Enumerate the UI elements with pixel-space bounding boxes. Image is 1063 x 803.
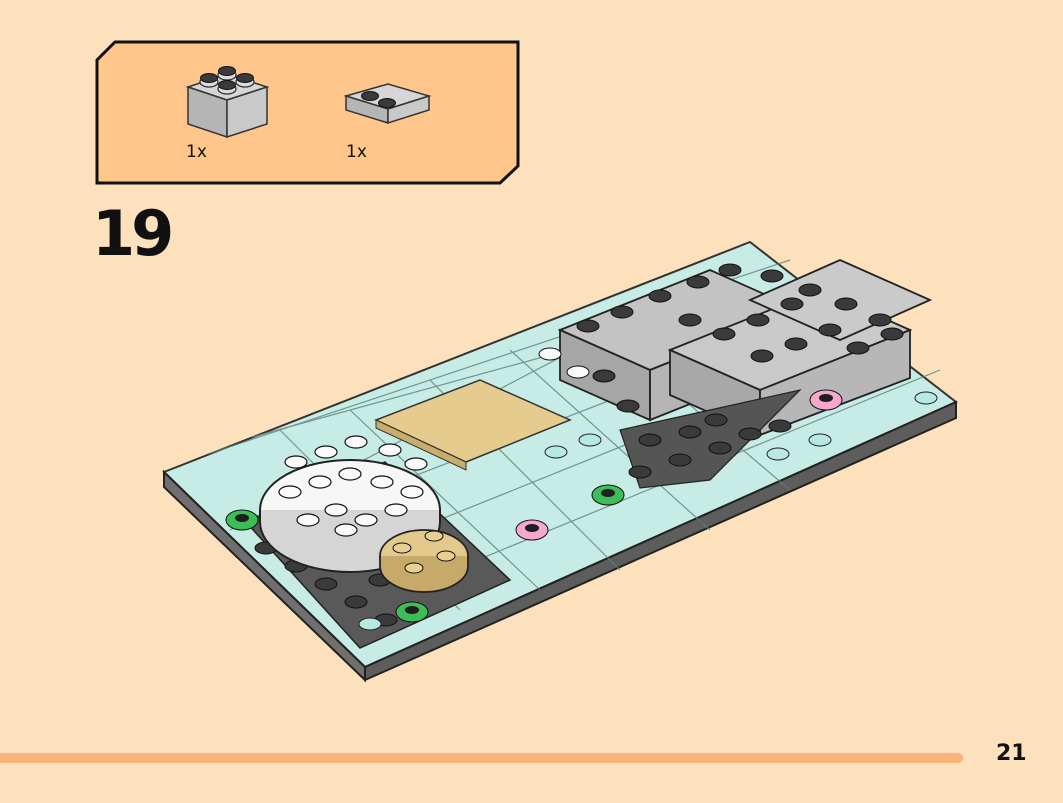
- flower-pieces: [225, 389, 843, 623]
- brick-2x2-gray-icon: [185, 62, 270, 142]
- step-number: 19: [92, 197, 174, 270]
- page-number: 21: [996, 741, 1027, 766]
- parts-callout: 1x 1x: [95, 40, 520, 185]
- progress-bar: [0, 753, 963, 763]
- gray-brick-assembly: [538, 259, 933, 437]
- parts-callout-frame: [95, 40, 520, 185]
- part-quantity: 1x: [346, 142, 367, 162]
- lego-model-render: [162, 240, 958, 683]
- model-illustration: [150, 230, 970, 690]
- plate-2x2-gray-icon: [343, 78, 433, 133]
- part-quantity: 1x: [186, 142, 207, 162]
